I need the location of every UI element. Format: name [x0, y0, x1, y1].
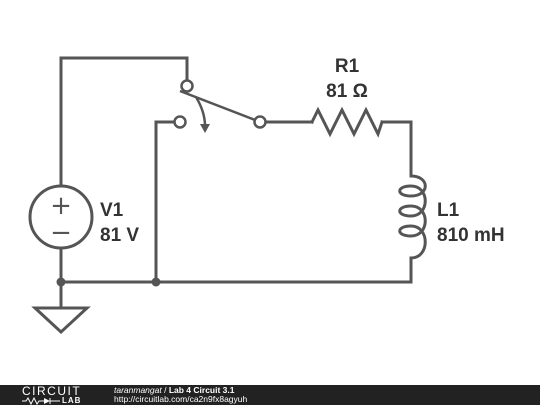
circuitlab-logo[interactable]: CIRCUIT LAB — [0, 385, 96, 405]
footer-title-line: taranmangat / Lab 4 Circuit 3.1 — [114, 384, 247, 396]
switch-common-terminal — [180, 79, 194, 93]
junction-dot-middle — [151, 277, 161, 287]
wires — [59, 56, 413, 310]
junction-dot-left — [56, 277, 66, 287]
logo-bottom-row: LAB — [22, 396, 81, 405]
resistor-diode-logo-icon — [22, 396, 60, 405]
circuit-title: Lab 4 Circuit 3.1 — [168, 384, 235, 395]
footer-info: taranmangat / Lab 4 Circuit 3.1 http://c… — [114, 385, 247, 405]
footer-bar: CIRCUIT LAB taranmangat / Lab 4 Circuit … — [0, 385, 540, 405]
switch-arrow-arc — [194, 96, 207, 127]
logo-text-circuit: CIRCUIT — [22, 384, 82, 398]
switch-right-terminal — [253, 115, 267, 129]
source-value-label: 81 V — [100, 225, 139, 246]
resistor-value-label: 81 Ω — [326, 81, 368, 102]
source-plus-sign: + — [50, 191, 72, 221]
resistor-icon[interactable] — [309, 106, 384, 138]
ground-icon — [31, 306, 91, 335]
circuit-schematic: + − V1 81 V R1 81 Ω L1 810 mH — [28, 56, 505, 335]
inductor-name-label: L1 — [437, 200, 460, 221]
switch-blade — [179, 89, 256, 122]
title-separator: / — [161, 384, 169, 395]
switch-left-terminal — [173, 115, 187, 129]
spdt-switch-icon[interactable] — [173, 79, 267, 134]
resistor-name-label: R1 — [335, 56, 360, 77]
circuit-url-link[interactable]: http://circuitlab.com/ca2n9fx8agyuh — [114, 394, 248, 404]
dc-voltage-source-icon[interactable]: + − — [28, 184, 94, 250]
inductor-value-label: 810 mH — [437, 225, 505, 246]
source-name-label: V1 — [100, 200, 124, 221]
source-minus-sign: − — [50, 218, 72, 248]
wire-top-left — [59, 56, 189, 188]
inductor-coil-icon[interactable] — [398, 174, 427, 260]
wire-resistor-to-inductor — [380, 120, 413, 178]
wire-switch-throw-left — [154, 120, 176, 284]
logo-text-lab: LAB — [62, 396, 82, 405]
author-link[interactable]: taranmangat — [114, 384, 162, 395]
source-body — [28, 184, 94, 250]
switch-arrow-head — [200, 124, 210, 133]
